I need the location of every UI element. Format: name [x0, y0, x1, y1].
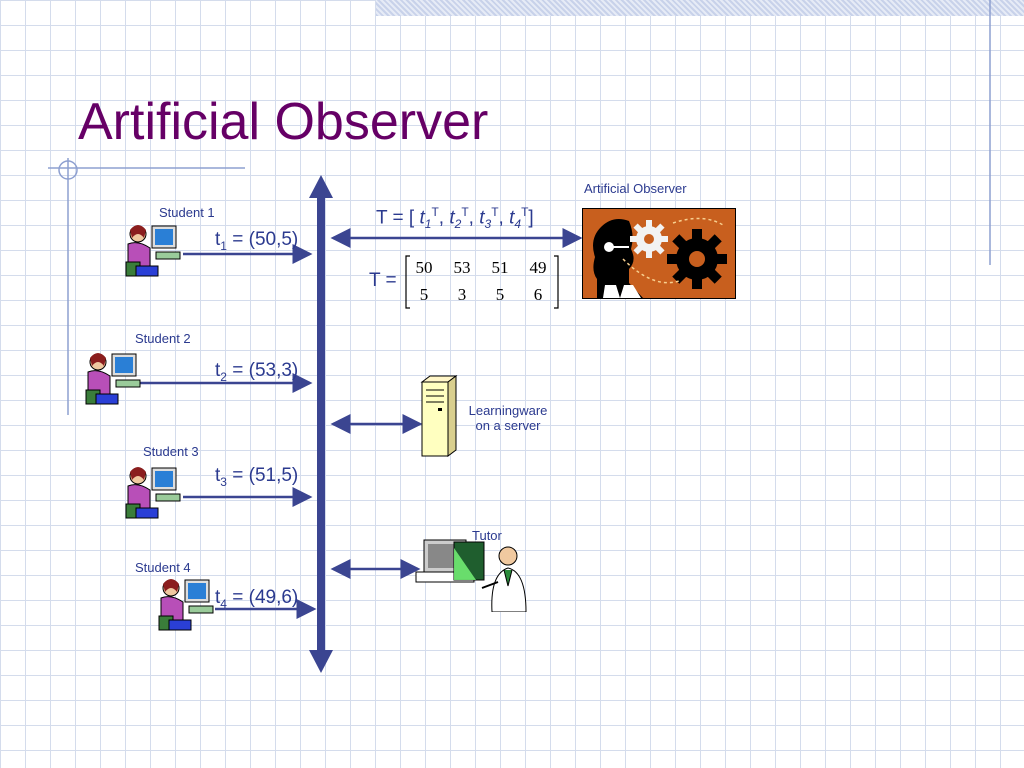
student3-label: Student 3: [143, 444, 199, 459]
matrix-cell: 53: [443, 254, 481, 281]
student-computer-icon: [122, 464, 184, 522]
student4-vector: t4 = (49,6): [215, 587, 298, 611]
matrix-cell: 50: [405, 254, 443, 281]
matrix-cell: 49: [519, 254, 557, 281]
student3-vector: t3 = (51,5): [215, 465, 298, 489]
matrix-cell: 3: [443, 281, 481, 308]
student2-vector: t2 = (53,3): [215, 360, 298, 384]
student-computer-icon: [122, 222, 184, 280]
matrix-cell: 5: [405, 281, 443, 308]
server-icon: [418, 374, 460, 458]
matrix-cell: 5: [481, 281, 519, 308]
T-definition: T = [ t1T, t2T, t3T, t4T]: [376, 205, 534, 231]
artificial-observer-image: [582, 208, 736, 299]
matrix-cell: 6: [519, 281, 557, 308]
student1-vector: t1 = (50,5): [215, 229, 298, 253]
observer-label: Artificial Observer: [584, 181, 687, 196]
main-bus-arrow: [309, 175, 333, 673]
matrix-cell: 51: [481, 254, 519, 281]
T-matrix-prefix: T =: [369, 270, 397, 292]
tutor-icon: [414, 538, 530, 612]
student2-label: Student 2: [135, 331, 191, 346]
student-computer-icon: [82, 350, 144, 408]
large-gear-icon: [667, 229, 727, 289]
T-matrix: 50 53 51 49 5 3 5 6: [405, 254, 557, 308]
matrix-row-1: 50 53 51 49: [405, 254, 557, 281]
student1-label: Student 1: [159, 205, 215, 220]
small-gear-icon: [630, 220, 668, 258]
server-label: Learningware on a server: [460, 403, 556, 433]
student4-label: Student 4: [135, 560, 191, 575]
matrix-row-2: 5 3 5 6: [405, 281, 557, 308]
student-computer-icon: [155, 576, 217, 634]
gear-head-icon: [583, 209, 735, 298]
